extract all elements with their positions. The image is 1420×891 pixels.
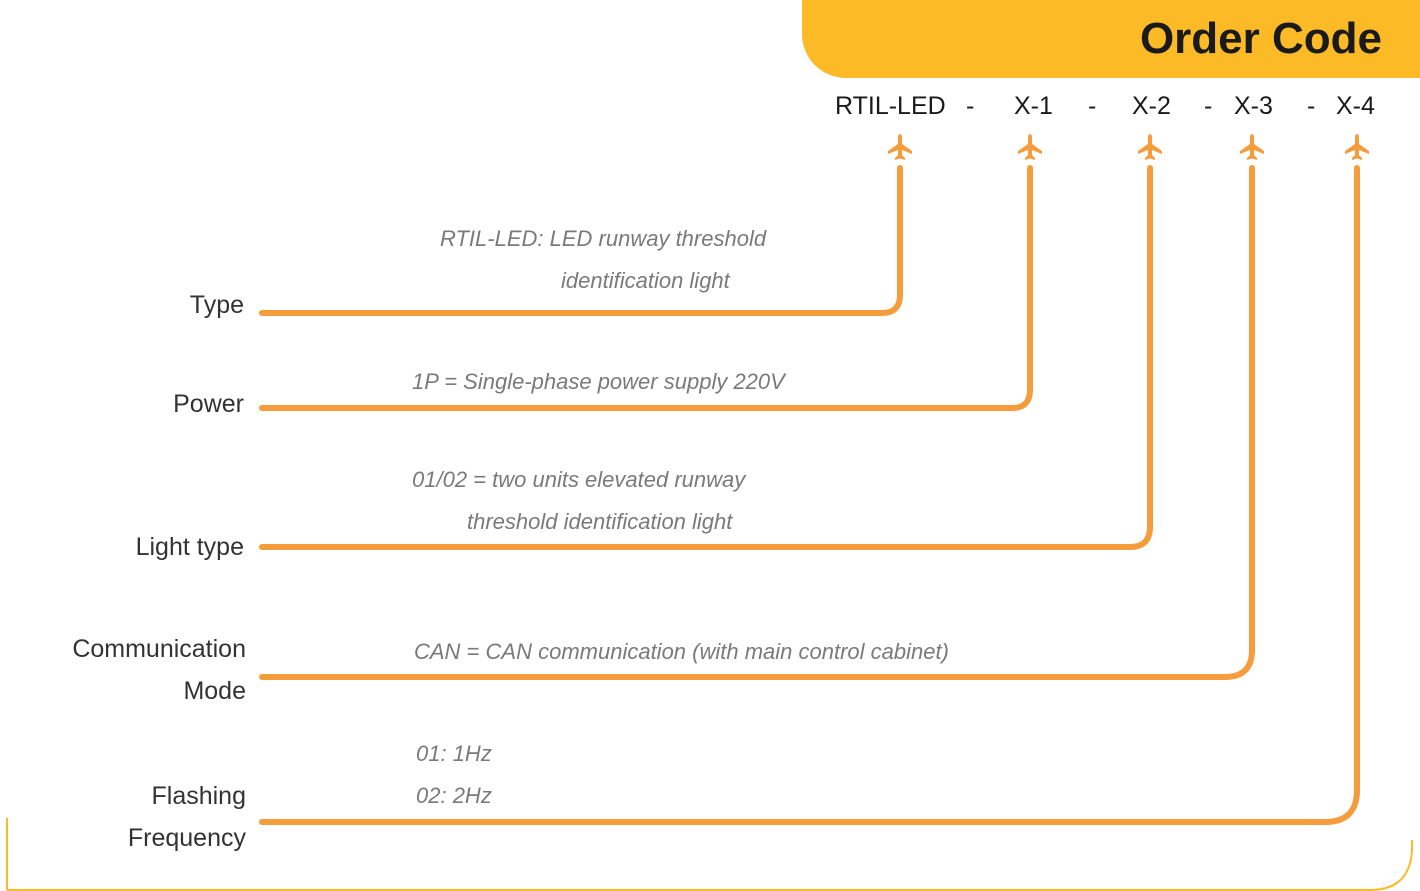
airplane-icon: [888, 134, 912, 160]
code-segment-x2: X-2: [1132, 92, 1171, 120]
code-segment-x4: X-4: [1336, 92, 1375, 120]
order-code-header: Order Code: [802, 0, 1420, 78]
code-separator: -: [1204, 92, 1213, 120]
page-title: Order Code: [1139, 14, 1382, 63]
code-separator: -: [1088, 92, 1097, 120]
desc-flashing-frequency: 01: 1Hz 02: 2Hz: [416, 741, 492, 808]
desc-communication-mode: CAN = CAN communication (with main contr…: [414, 639, 949, 664]
field-label-type: Type: [189, 291, 244, 319]
connector-type: [259, 165, 903, 316]
connector-power: [259, 165, 1033, 411]
code-segment-type: RTIL-LED: [835, 92, 946, 120]
frame-border-left: [6, 818, 8, 890]
connector-light-type: [259, 165, 1153, 550]
desc-type: RTIL-LED: LED runway threshold identific…: [440, 226, 767, 293]
desc-light-type: 01/02 = two units elevated runway thresh…: [412, 467, 746, 534]
airplane-icon: [1138, 134, 1162, 160]
airplane-icon: [1240, 134, 1264, 160]
airplane-icon: [1018, 134, 1042, 160]
connector-communication-mode: [259, 165, 1255, 680]
field-label-power: Power: [173, 390, 244, 418]
field-label-light-type: Light type: [135, 533, 244, 561]
code-segment-x1: X-1: [1014, 92, 1053, 120]
connector-flashing-frequency: [259, 165, 1360, 825]
field-label-flashing-frequency: Flashing Frequency: [127, 782, 246, 852]
code-segment-x3: X-3: [1234, 92, 1273, 120]
frame-border: [7, 840, 1413, 891]
field-label-communication-mode: Communication Mode: [72, 635, 246, 705]
desc-power: 1P = Single-phase power supply 220V: [412, 369, 785, 394]
code-separator: -: [1307, 92, 1316, 120]
code-separator: -: [966, 92, 975, 120]
airplane-icon: [1345, 134, 1369, 160]
